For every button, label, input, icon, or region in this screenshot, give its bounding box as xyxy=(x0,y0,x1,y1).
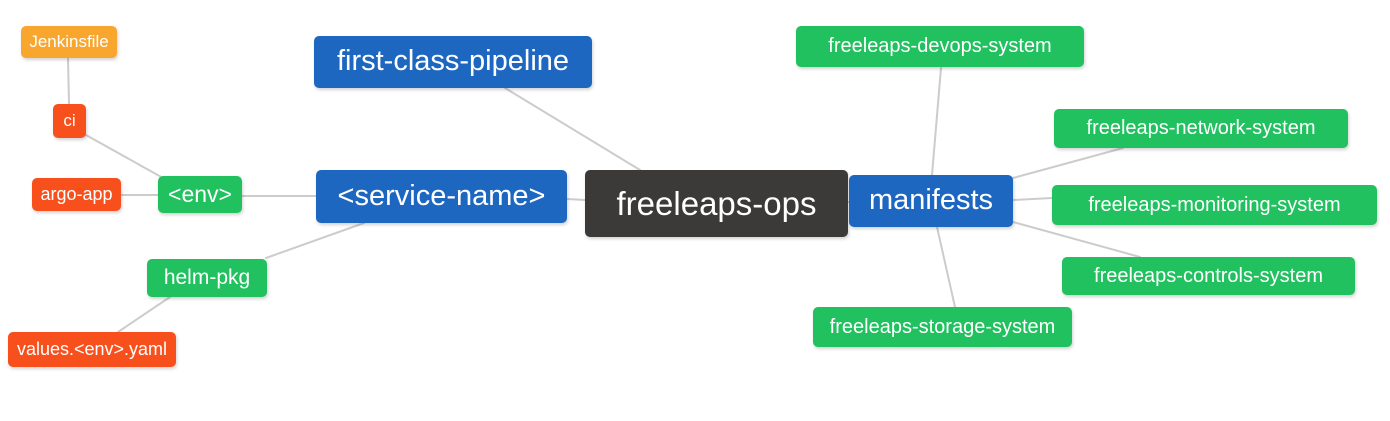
edge-manifests-to-freeleaps-storage-system xyxy=(936,226,956,308)
node-freeleaps-controls-system[interactable]: freeleaps-controls-system xyxy=(1062,257,1355,295)
edge-helm-pkg-to-values-env-yaml xyxy=(117,296,171,333)
node-label: ci xyxy=(63,111,76,130)
node-label: helm-pkg xyxy=(163,266,251,289)
edge-service-name-to-freeleaps-ops xyxy=(566,198,586,201)
node-freeleaps-ops[interactable]: freeleaps-ops xyxy=(585,170,848,237)
node-env[interactable]: <env> xyxy=(158,176,242,213)
node-label: freeleaps-controls-system xyxy=(1094,264,1323,287)
node-label: freeleaps-network-system xyxy=(1086,117,1316,139)
node-label: freeleaps-monitoring-system xyxy=(1088,193,1341,216)
node-ci[interactable]: ci xyxy=(53,104,86,138)
edge-service-name-to-helm-pkg xyxy=(265,222,365,259)
edge-first-class-pipeline-to-freeleaps-ops xyxy=(504,87,641,171)
edge-manifests-to-freeleaps-monitoring-system xyxy=(1012,197,1053,201)
edge-manifests-to-freeleaps-network-system xyxy=(1012,147,1124,179)
node-label: <env> xyxy=(168,180,232,207)
node-jenkinsfile[interactable]: Jenkinsfile xyxy=(21,26,117,58)
node-argo-app[interactable]: argo-app xyxy=(32,178,121,211)
node-label: freeleaps-storage-system xyxy=(829,315,1056,338)
node-freeleaps-monitoring-system[interactable]: freeleaps-monitoring-system xyxy=(1052,185,1377,225)
node-freeleaps-network-system[interactable]: freeleaps-network-system xyxy=(1054,109,1348,148)
edge-jenkinsfile-to-ci xyxy=(67,57,70,105)
node-service-name[interactable]: <service-name> xyxy=(316,170,567,223)
node-label: freeleaps-devops-system xyxy=(828,35,1052,57)
edge-ci-to-env xyxy=(85,134,164,179)
node-label: first-class-pipeline xyxy=(336,45,570,77)
node-label: Jenkinsfile xyxy=(29,32,109,51)
node-freeleaps-devops-system[interactable]: freeleaps-devops-system xyxy=(796,26,1084,67)
edge-manifests-to-freeleaps-devops-system xyxy=(931,67,942,176)
node-label: argo-app xyxy=(40,184,113,204)
node-label: <service-name> xyxy=(337,179,546,212)
node-label: values.<env>.yaml xyxy=(16,339,168,359)
node-label: freeleaps-ops xyxy=(616,184,817,222)
node-values-env-yaml[interactable]: values.<env>.yaml xyxy=(8,332,176,367)
edge-manifests-to-freeleaps-controls-system xyxy=(1012,221,1141,258)
node-manifests[interactable]: manifests xyxy=(849,175,1013,227)
node-label: manifests xyxy=(868,184,994,216)
node-helm-pkg[interactable]: helm-pkg xyxy=(147,259,267,297)
node-freeleaps-storage-system[interactable]: freeleaps-storage-system xyxy=(813,307,1072,347)
node-first-class-pipeline[interactable]: first-class-pipeline xyxy=(314,36,592,88)
